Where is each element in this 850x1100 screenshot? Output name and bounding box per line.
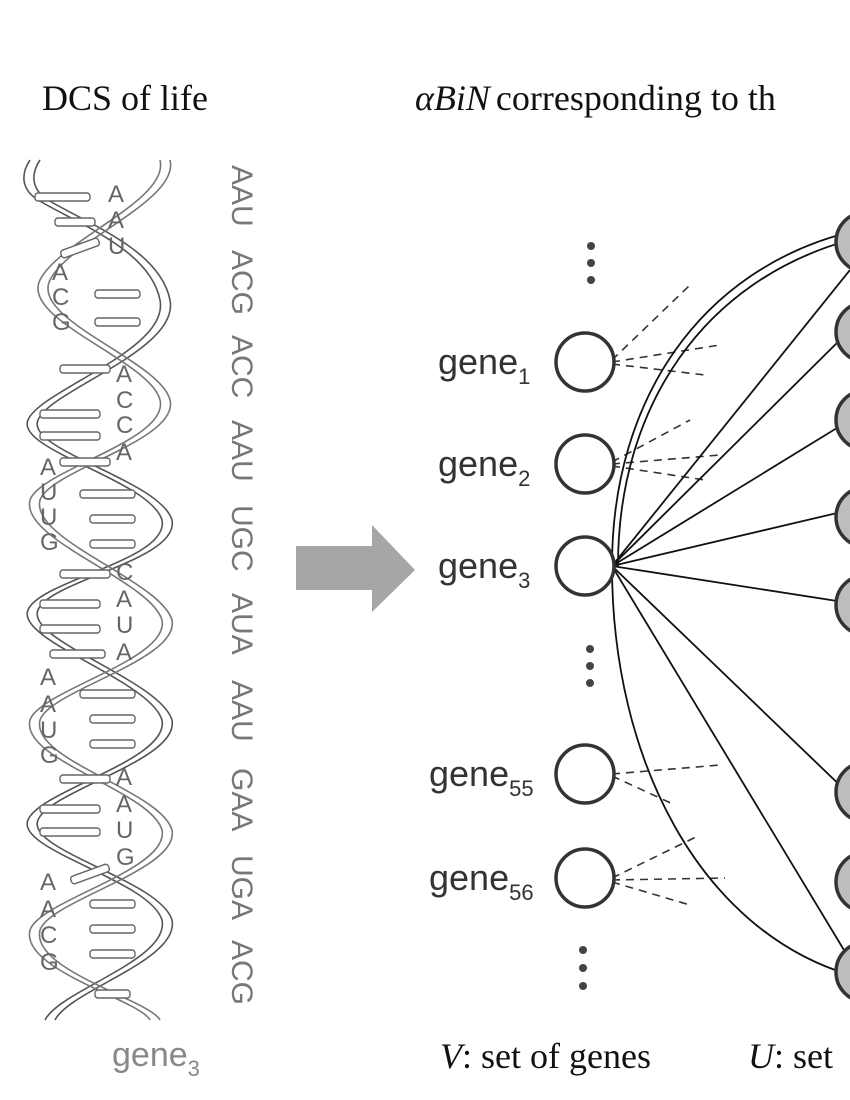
helix-base: A [116,361,132,388]
ellipsis-middle [586,645,594,687]
codon: UGA [225,855,258,920]
helix-base: G [40,949,59,976]
helix-base: A [116,586,132,613]
helix-base: U [116,612,133,639]
gene-nodes: gene1 gene2 gene3 gene55 gene56 [429,331,616,909]
helix-base: U [40,717,57,744]
gene-label: gene2 [438,443,530,491]
gene-label: gene55 [429,753,534,801]
helix-base: G [116,844,135,871]
gene-node [554,331,616,393]
codon: ACG [225,940,258,1005]
codon: AAU [225,680,258,742]
helix-base: A [116,639,132,666]
helix-base: A [40,454,56,481]
codon: GAA [225,768,258,831]
gene-node [554,743,616,805]
helix-base: G [52,309,71,336]
dashed-edges [611,284,726,906]
helix-base: A [52,259,68,286]
helix-base: A [108,181,124,208]
footer-u: U: set [748,1036,833,1076]
codon-column: AAU ACG ACC AAU UGC AUA AAU GAA UGA ACG [225,165,258,1005]
helix-base: C [116,412,133,439]
gene-label: gene3 [438,545,530,593]
helix-base: U [40,479,57,506]
helix-base: A [40,664,56,691]
helix-base: C [116,387,133,414]
helix-caption: gene3 [112,1036,200,1081]
helix-base: C [40,922,57,949]
gene-node [554,433,616,495]
solid-edges [611,231,850,976]
codon: UGC [225,505,258,572]
helix-base: G [40,742,59,769]
helix-base: A [40,896,56,923]
helix-base: U [40,504,57,531]
left-title: DCS of life [42,78,208,118]
gene-label: gene56 [429,857,534,905]
helix-base: C [52,284,69,311]
codon: AAU [225,165,258,227]
helix-base: U [116,817,133,844]
ellipsis-bottom [579,946,587,990]
right-title-text: corresponding to th [496,78,776,118]
right-title-symbol: αBiN [415,78,492,118]
helix-base: A [116,764,132,791]
gene-node [554,847,616,909]
codon: AUA [225,593,258,655]
helix-base: A [116,791,132,818]
helix-base: A [116,439,132,466]
dna-rungs [34,192,141,999]
helix-base: G [40,529,59,556]
footer-v: V: set of genes [440,1036,651,1076]
codon: ACG [225,250,258,315]
helix-base: A [40,869,56,896]
codon: AAU [225,420,258,482]
gene-function-nodes [834,214,850,1000]
gene-label: gene1 [438,341,530,389]
transform-arrow [296,525,415,612]
ellipsis-top [587,242,595,284]
helix-base: C [116,559,133,586]
helix-base: A [108,207,124,234]
codon: ACC [225,335,258,398]
gene-node [554,535,616,597]
helix-base: A [40,691,56,718]
helix-base: U [108,233,125,260]
